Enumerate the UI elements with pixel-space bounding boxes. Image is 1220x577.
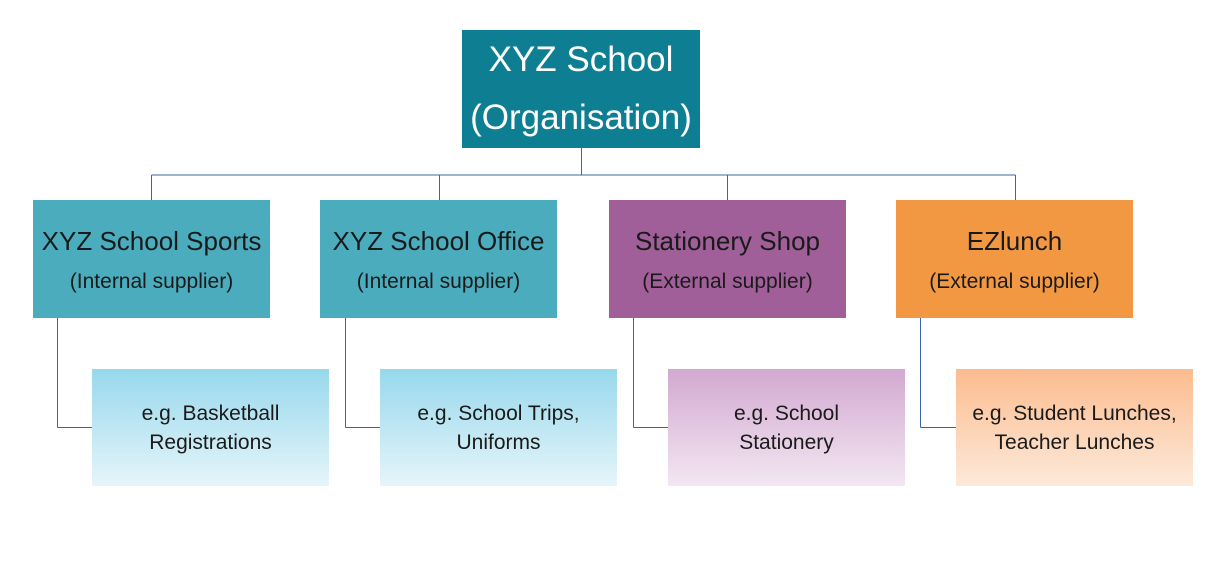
example-node-sports: e.g. Basketball Registrations [92,369,329,486]
example-line: e.g. Student Lunches, [972,401,1177,425]
supplier-name: Stationery Shop [634,226,820,256]
root-node: XYZ School (Organisation) [462,30,700,148]
supplier-name: EZlunch [966,226,1063,256]
example-node-stationery: e.g. School Stationery [668,369,905,486]
supplier-name: XYZ School Office [332,226,545,256]
supplier-type: (External supplier) [929,270,1100,293]
supplier-node-stationery-shop: Stationery Shop (External supplier) [609,200,846,318]
root-title: XYZ School [488,40,674,79]
supplier-node-office: XYZ School Office (Internal supplier) [320,200,557,318]
example-line: Uniforms [456,430,541,454]
supplier-type: (Internal supplier) [69,270,234,293]
example-line: Stationery [739,430,834,454]
supplier-node-sports: XYZ School Sports (Internal supplier) [33,200,270,318]
example-line: e.g. School [733,401,840,425]
supplier-node-ezlunch: EZlunch (External supplier) [896,200,1133,318]
supplier-name: XYZ School Sports [41,226,262,256]
supplier-type: (Internal supplier) [356,270,521,293]
example-line: Registrations [149,430,272,454]
example-line: Teacher Lunches [994,430,1155,454]
example-line: e.g. School Trips, [417,401,580,425]
example-node-office: e.g. School Trips, Uniforms [380,369,617,486]
root-subtitle: (Organisation) [470,98,692,137]
example-node-ezlunch: e.g. Student Lunches, Teacher Lunches [956,369,1193,486]
supplier-type: (External supplier) [642,270,813,293]
example-line: e.g. Basketball [141,401,280,425]
